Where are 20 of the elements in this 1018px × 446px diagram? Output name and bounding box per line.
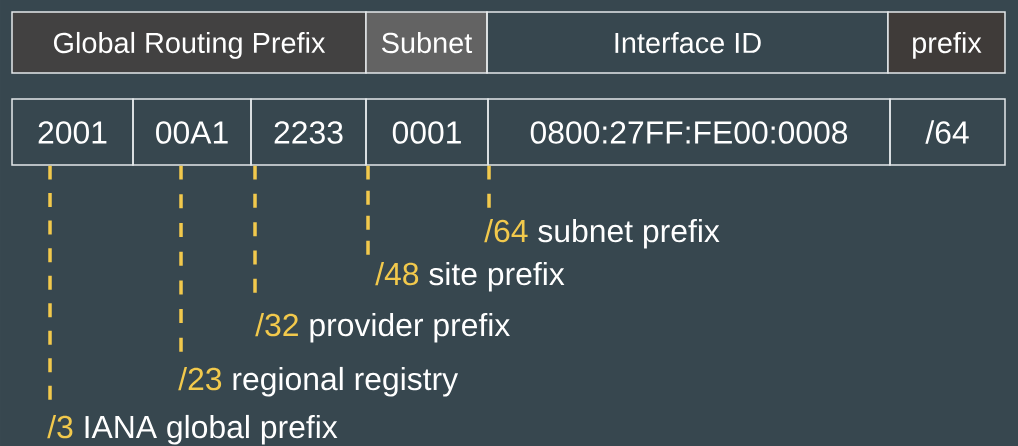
leader-line (366, 165, 370, 255)
callout-text: /3 IANA global prefix (47, 414, 338, 445)
table-cell: 0800:27FF:FE00:0008 (487, 98, 891, 166)
table-cell: 00A1 (132, 98, 252, 166)
header-cell: Global Routing Prefix (11, 11, 367, 74)
callout-text: /32 provider prefix (255, 312, 510, 343)
table-cell: 0001 (365, 98, 489, 166)
callout-text: /48 site prefix (375, 261, 565, 292)
header-cell: Subnet (365, 11, 488, 74)
leader-line (487, 165, 491, 208)
callout-text: /23 regional registry (178, 366, 459, 397)
table-cell: 2001 (11, 98, 134, 166)
table-cell: /64 (889, 98, 1006, 166)
leader-line (179, 165, 183, 352)
table-cell: 2233 (250, 98, 367, 166)
leader-line (48, 165, 52, 400)
header-cell: Interface ID (486, 11, 889, 74)
callout-text: /64 subnet prefix (484, 218, 720, 249)
header-cell: prefix (887, 11, 1006, 74)
leader-line (253, 165, 257, 293)
